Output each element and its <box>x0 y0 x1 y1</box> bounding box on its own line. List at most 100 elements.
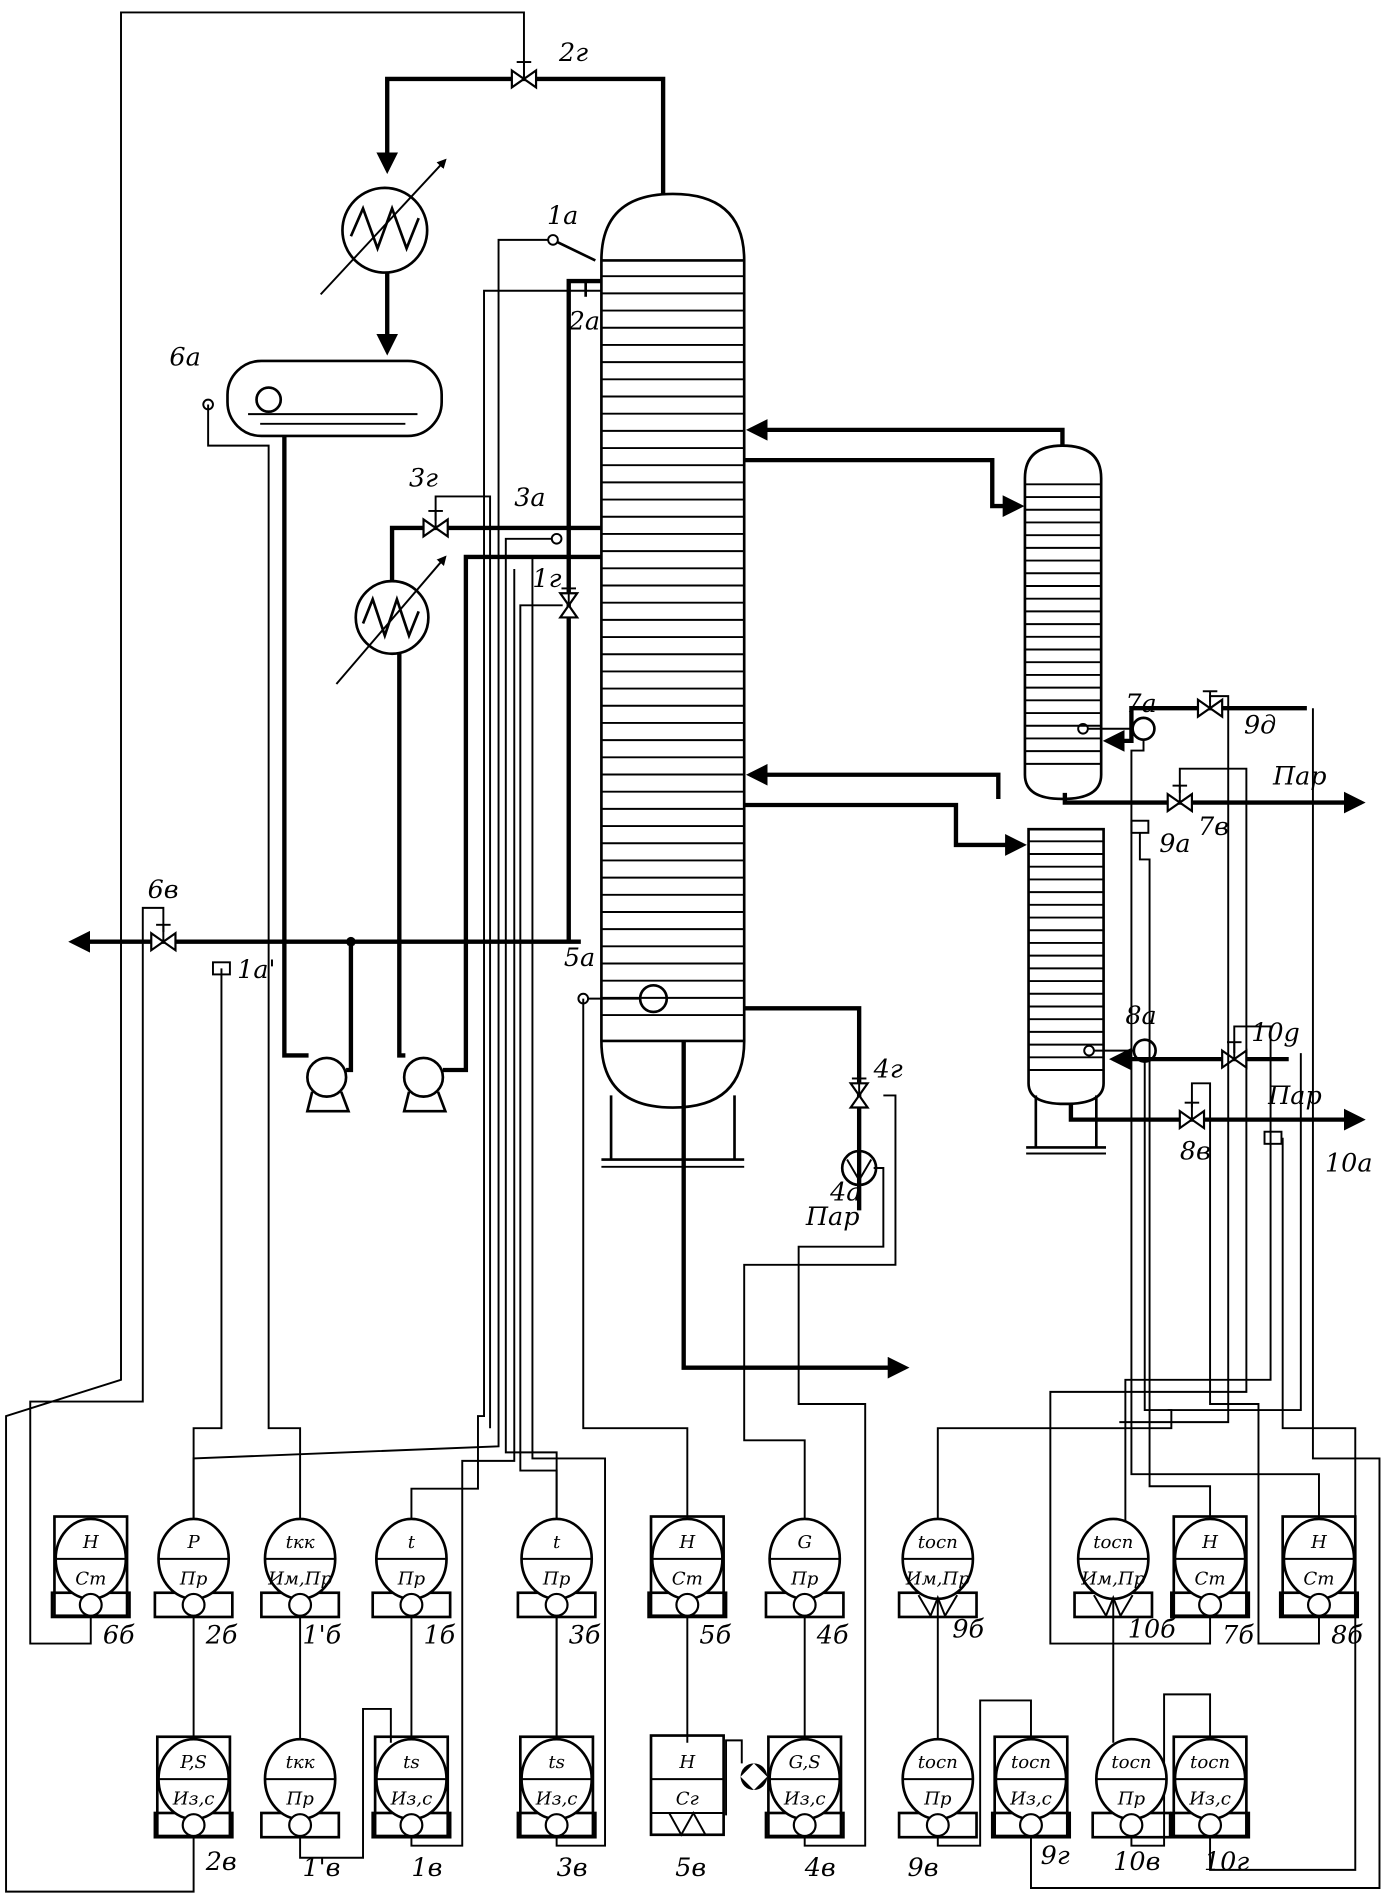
instrument-tag: 10в <box>1113 1846 1160 1876</box>
overhead-condenser <box>319 158 447 296</box>
main-column-trays <box>601 275 745 1017</box>
instrument-variable: H <box>82 1532 100 1553</box>
instrument-variable: t <box>408 1532 416 1553</box>
label-s2a: 2а <box>568 305 600 335</box>
signal-lines <box>5 11 1381 1893</box>
instrument-function: Пр <box>179 1568 208 1589</box>
instrument-function: Ст <box>1303 1568 1334 1589</box>
instrument-variable: G,S <box>789 1752 821 1773</box>
label-s9a: 9а <box>1159 828 1190 858</box>
instrument-variable: tосп <box>918 1752 958 1773</box>
instrument-variable: G <box>797 1532 812 1553</box>
label-s1a_prime: 1а' <box>237 954 275 984</box>
instrument-panel: HСт6бPПр2бtккИм,Пр1'бtПр1бtПр3бHСт5бGПр4… <box>50 1515 1363 1882</box>
label-s10a: 10а <box>1325 1148 1372 1178</box>
label-v2g: 2г <box>558 37 588 67</box>
instrument-variable: tосп <box>1190 1752 1230 1773</box>
label-v1g: 1г <box>532 563 561 593</box>
instrument-function: Пр <box>923 1789 952 1810</box>
instrument-variable: tосп <box>1111 1752 1151 1773</box>
instrument-5б: H Ст 5б <box>647 1515 732 1650</box>
instrument-function: Из,с <box>172 1789 215 1810</box>
instrument-function: Им,Пр <box>905 1568 970 1589</box>
instrument-tag: 10б <box>1128 1614 1176 1644</box>
instrument-tag: 5в <box>675 1852 706 1882</box>
instrument-tag: 4б <box>816 1620 849 1650</box>
instrument-2в: P,S Из,с 2в <box>153 1735 237 1876</box>
instrument-8б: H Ст 8б <box>1278 1515 1363 1650</box>
instrument-tag: 9г <box>1041 1840 1070 1870</box>
label-s8a: 8а <box>1125 1000 1156 1030</box>
instrument-function: Из,с <box>535 1789 578 1810</box>
instrument-function: Пр <box>542 1568 571 1589</box>
instrument-variable: ts <box>403 1752 420 1773</box>
instrument-variable: t <box>553 1532 561 1553</box>
instrument-tag: 6б <box>103 1620 135 1650</box>
instrument-tag: 2б <box>205 1620 238 1650</box>
label-v7v: 7в <box>1198 811 1229 841</box>
valves <box>150 61 1248 1131</box>
instrument-variable: H <box>1201 1532 1219 1553</box>
instrument-tag: 2в <box>205 1846 237 1876</box>
process-labels: 2г1а2а6а3г3а1г6в1а'5а4г4аПар7а9дПар7в9а8… <box>148 37 1373 1231</box>
instrument-variable: tосп <box>1093 1532 1133 1553</box>
instrument-function: Пр <box>1117 1789 1146 1810</box>
instrument-tag: 1в <box>411 1852 442 1882</box>
instrument-tag: 9б <box>952 1614 984 1644</box>
instrument-tag: 8б <box>1331 1620 1363 1650</box>
label-v3g: 3г <box>409 463 438 493</box>
instrument-1б: tПр 1б <box>371 1517 456 1650</box>
side-cooler <box>335 555 447 685</box>
instrument-4б: G Пр 4б <box>764 1517 849 1650</box>
label-v4g: 4г <box>873 1053 903 1083</box>
label-s1a: 1а <box>547 200 578 230</box>
instrument-variable: tосп <box>1011 1752 1051 1773</box>
instrument-tag: 3б <box>569 1620 601 1650</box>
instrument-tag: 10г <box>1204 1846 1249 1876</box>
instrument-tag: 9в <box>908 1852 939 1882</box>
main-distillation-column <box>600 192 746 1168</box>
label-steam_8: Пар <box>1267 1080 1322 1110</box>
instrument-function: Пр <box>790 1568 819 1589</box>
instrument-variable: tкк <box>286 1752 315 1773</box>
instrument-variable: P,S <box>179 1752 207 1773</box>
pump-2 <box>402 1056 448 1113</box>
instrument-function: Пр <box>285 1789 314 1810</box>
instrument-variable: H <box>678 1532 696 1553</box>
label-v6v: 6в <box>148 874 179 904</box>
label-v10d: 10g <box>1251 1017 1300 1047</box>
label-steam_4: Пар <box>805 1201 860 1231</box>
control-valve-icon <box>558 587 580 619</box>
instrument-function: Ст <box>672 1568 703 1589</box>
stripping-column <box>1023 444 1107 1155</box>
sensors <box>202 234 1283 1790</box>
control-valve-icon <box>848 1077 870 1109</box>
instrument-function: Ст <box>1195 1568 1226 1589</box>
instrument-variable: H <box>1310 1532 1328 1553</box>
instrument-tag: 7б <box>1222 1620 1254 1650</box>
label-s3a: 3а <box>514 482 545 512</box>
label-s4a: 4а <box>829 1177 861 1207</box>
instrument-tag: 5б <box>699 1620 731 1650</box>
label-s5a: 5а <box>564 942 595 972</box>
instrument-tag: 1б <box>424 1620 456 1650</box>
label-s6a: 6а <box>169 342 200 372</box>
instrument-function: Из,с <box>783 1789 826 1810</box>
instrument-variable: H <box>678 1752 696 1773</box>
instrument-function: Пр <box>397 1568 426 1589</box>
instrument-tag: 4в <box>804 1852 836 1882</box>
instrument-variable: tкк <box>286 1532 315 1553</box>
instrument-4в: G,S Из,с 4в <box>764 1735 845 1882</box>
